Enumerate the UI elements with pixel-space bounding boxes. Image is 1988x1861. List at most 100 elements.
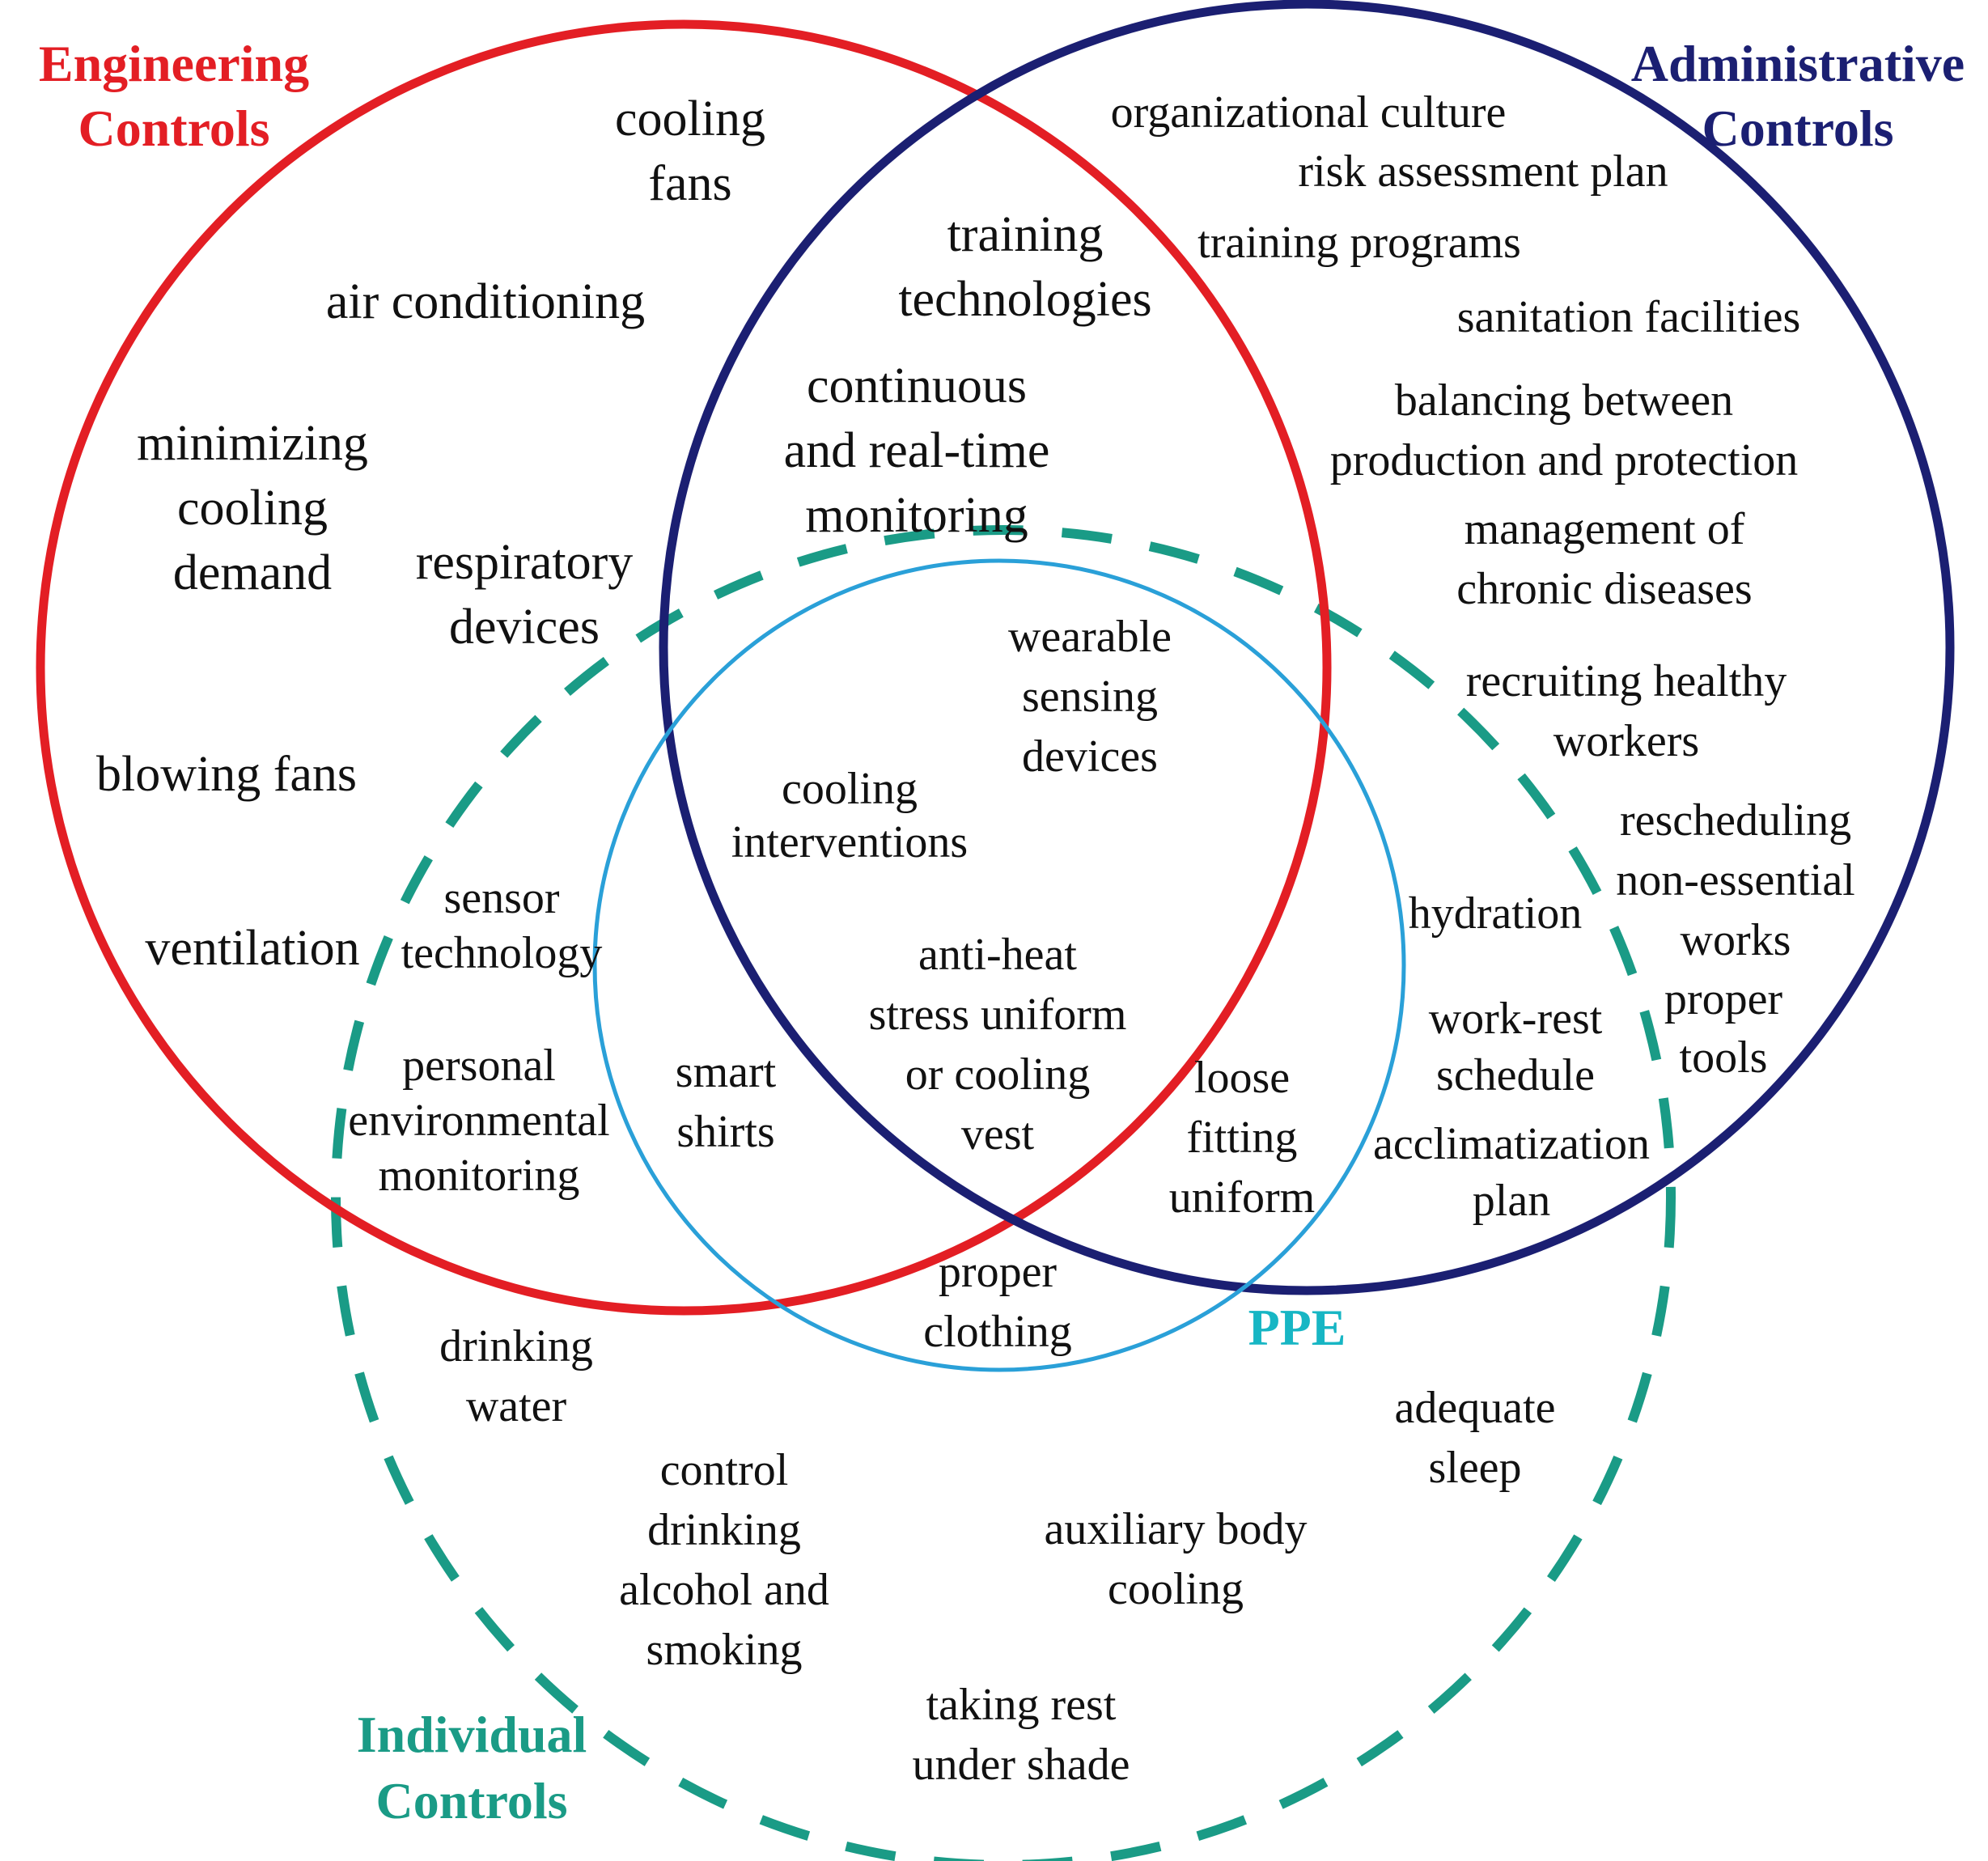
label-line: management of: [1465, 504, 1745, 554]
label-line: Controls: [1702, 100, 1893, 157]
label-line: respiratory: [416, 535, 634, 590]
management-chronic-diseases-item: management of chronic diseases: [1456, 504, 1752, 614]
label-line: minimizing: [137, 416, 368, 471]
label-line: blowing fans: [96, 747, 357, 802]
label-line: environmental: [348, 1096, 609, 1146]
label-line: technologies: [898, 272, 1151, 327]
label-line: Controls: [78, 100, 269, 157]
label-line: or cooling: [905, 1049, 1091, 1100]
label-line: Controls: [375, 1772, 567, 1829]
label-line: workers: [1554, 716, 1699, 766]
respiratory-devices-item: respiratory devices: [416, 535, 634, 655]
label-line: drinking: [647, 1505, 801, 1555]
label-line: smoking: [646, 1625, 803, 1675]
administrative-controls-circle: [659, 0, 1955, 1295]
label-line: acclimatization: [1373, 1119, 1650, 1169]
training-programs-item: training programs: [1197, 218, 1521, 268]
ppe-label: PPE: [1248, 1299, 1346, 1356]
label-line: works: [1681, 915, 1791, 965]
label-line: organizational culture: [1111, 87, 1507, 138]
smart-shirts-item: smart shirts: [676, 1047, 777, 1157]
air-conditioning-item: air conditioning: [326, 274, 645, 329]
label-line: uniform: [1169, 1172, 1315, 1223]
label-line: smart: [676, 1047, 777, 1097]
label-line: cooling: [177, 481, 328, 536]
label-line: shirts: [676, 1107, 774, 1157]
label-line: vest: [961, 1109, 1035, 1159]
label-line: anti-heat: [918, 930, 1077, 980]
ppe-circle: [592, 558, 1406, 1372]
label-line: and real-time: [784, 423, 1050, 478]
label-line: personal: [402, 1041, 556, 1091]
label-line: Engineering: [39, 35, 309, 92]
loose-fitting-uniform-item: loose fitting uniform: [1169, 1053, 1315, 1223]
label-line: monitoring: [379, 1151, 580, 1201]
label-line: sensing: [1022, 672, 1158, 722]
label-line: clothing: [923, 1307, 1072, 1357]
organizational-culture-item: organizational culture: [1111, 87, 1507, 138]
sanitation-facilities-item: sanitation facilities: [1457, 292, 1801, 342]
label-line: balancing between: [1395, 375, 1733, 426]
recruiting-healthy-workers-item: recruiting healthy workers: [1466, 656, 1787, 766]
hydration-item: hydration: [1409, 888, 1583, 939]
label-line: rescheduling: [1620, 795, 1851, 846]
engineering-controls-circle: [36, 19, 1332, 1316]
acclimatization-plan-item: acclimatization plan: [1373, 1119, 1650, 1226]
label-line: hydration: [1409, 888, 1583, 939]
individual-controls-circle: [331, 525, 1676, 1861]
label-line: interventions: [731, 817, 968, 867]
label-line: fitting: [1187, 1113, 1298, 1163]
label-line: cooling: [782, 764, 918, 814]
label-line: auxiliary body: [1044, 1504, 1307, 1554]
label-line: devices: [449, 600, 600, 655]
label-line: alcohol and: [619, 1565, 829, 1615]
label-line: monitoring: [805, 488, 1028, 543]
label-line: technology: [401, 928, 603, 978]
blowing-fans-item: blowing fans: [96, 747, 357, 802]
label-line: chronic diseases: [1456, 564, 1752, 614]
minimizing-cooling-demand-item: minimizing cooling demand: [137, 416, 368, 600]
label-line: Administrative: [1631, 35, 1965, 92]
label-line: loose: [1194, 1053, 1290, 1103]
label-line: recruiting healthy: [1466, 656, 1787, 706]
proper-tools-item: proper tools: [1664, 974, 1783, 1083]
label-line: fans: [648, 156, 731, 211]
label-line: training programs: [1197, 218, 1521, 268]
label-line: sleep: [1428, 1443, 1521, 1493]
label-line: tools: [1680, 1032, 1768, 1083]
label-line: devices: [1022, 731, 1158, 782]
proper-clothing-item: proper clothing: [923, 1247, 1072, 1357]
label-line: proper: [1664, 974, 1783, 1024]
label-line: ventilation: [145, 921, 359, 976]
ventilation-item: ventilation: [145, 921, 359, 976]
label-line: adequate: [1395, 1383, 1556, 1433]
label-line: drinking: [439, 1321, 593, 1371]
rescheduling-works-item: rescheduling non-essential works: [1616, 795, 1854, 965]
label-line: control: [660, 1445, 789, 1495]
label-line: taking rest: [926, 1680, 1117, 1730]
label-line: non-essential: [1616, 855, 1854, 905]
label-line: work-rest: [1429, 994, 1603, 1044]
label-line: water: [466, 1381, 567, 1431]
label-line: plan: [1473, 1176, 1550, 1226]
control-drinking-smoking-item: control drinking alcohol and smoking: [619, 1445, 829, 1675]
label-line: demand: [173, 545, 332, 600]
label-line: Individual: [357, 1706, 587, 1763]
label-line: air conditioning: [326, 274, 645, 329]
label-line: proper: [939, 1247, 1058, 1297]
label-line: schedule: [1436, 1050, 1595, 1100]
drinking-water-item: drinking water: [439, 1321, 593, 1431]
label-line: sensor: [443, 873, 559, 923]
